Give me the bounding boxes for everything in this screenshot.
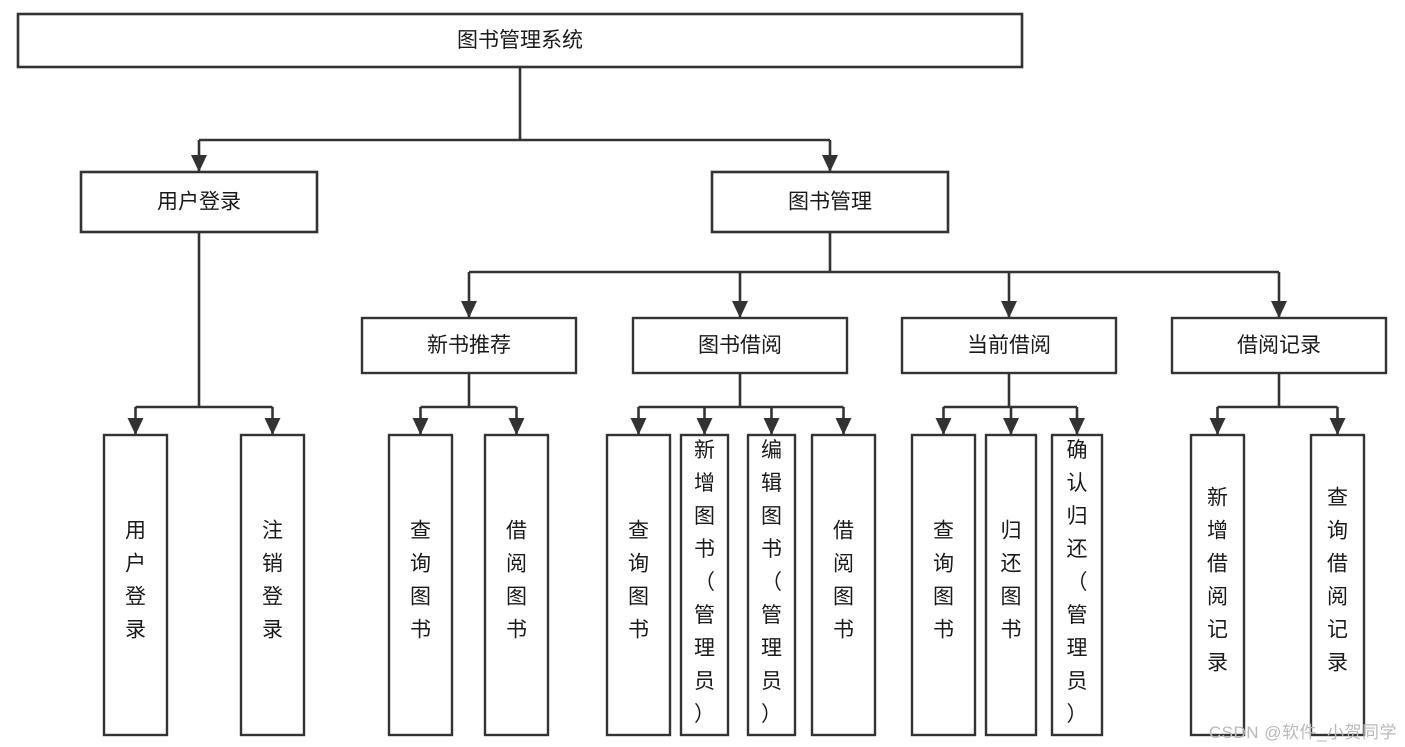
- leaf-label-leaf-add-book: 新增图书（管理员）: [694, 439, 715, 726]
- watermark-label: CSDN @软件_小贺同学: [1208, 723, 1397, 742]
- edge-layer: [127, 67, 1346, 435]
- leaf-label-leaf-add-record: 新增借阅记录: [1207, 487, 1228, 675]
- arrowhead-leaf-leaf-add-book: [696, 418, 713, 435]
- node-box-book-manage: [710, 170, 950, 234]
- leaf-box-leaf-borrow-book-1: [483, 433, 550, 737]
- leaf-box-leaf-confirm-return: [1050, 433, 1104, 737]
- leaf-label-leaf-user-logout: 注销登录: [262, 520, 283, 642]
- leaf-leaf-query-book-1[interactable]: 查询图书: [387, 433, 454, 737]
- leaf-box-leaf-add-record: [1189, 433, 1246, 737]
- leaf-label-leaf-confirm-return: 确认归还（管理员）: [1067, 439, 1088, 726]
- arrowhead-leaf-leaf-borrow-book-1: [508, 418, 525, 435]
- arrowhead-leaf-leaf-return-book: [1003, 418, 1019, 435]
- leaf-box-leaf-return-book: [984, 433, 1038, 737]
- leaf-box-leaf-query-book-1: [387, 433, 454, 737]
- leaf-label-leaf-user-login: 用户登录: [125, 520, 146, 642]
- node-label-root: 图书管理系统: [457, 29, 583, 52]
- arrowhead-root-book-manage: [822, 155, 838, 172]
- arrowhead-leaf-leaf-user-login: [127, 418, 144, 435]
- leaf-leaf-add-record[interactable]: 新增借阅记录: [1189, 433, 1246, 737]
- arrowhead-bm-book-borrow: [732, 301, 748, 318]
- leaf-label-leaf-query-record: 查询借阅记录: [1327, 487, 1348, 675]
- leaf-box-leaf-add-book: [679, 433, 730, 737]
- leaf-leaf-edit-book[interactable]: 编辑图书（管理员）: [746, 433, 797, 737]
- node-new-book-recommend[interactable]: 新书推荐: [360, 316, 578, 375]
- node-label-book-borrow: 图书借阅: [698, 334, 782, 357]
- arrowhead-leaf-leaf-confirm-return: [1069, 418, 1085, 435]
- leaf-leaf-add-book[interactable]: 新增图书（管理员）: [679, 433, 730, 737]
- leaf-label-leaf-query-book-1: 查询图书: [410, 520, 431, 642]
- node-root[interactable]: 图书管理系统: [16, 12, 1024, 69]
- leaf-label-leaf-query-book-2: 查询图书: [628, 520, 649, 642]
- leaf-label-leaf-borrow-book-1: 借阅图书: [506, 520, 527, 642]
- node-label-borrow-record: 借阅记录: [1237, 334, 1321, 357]
- leaf-leaf-user-login[interactable]: 用户登录: [102, 433, 169, 737]
- leaf-box-leaf-query-book-3: [910, 433, 977, 737]
- node-label-current-borrow: 当前借阅: [967, 334, 1051, 357]
- node-box-user-login: [79, 170, 319, 234]
- leaf-label-leaf-edit-book: 编辑图书（管理员）: [761, 439, 782, 726]
- leaf-label-leaf-query-book-3: 查询图书: [933, 520, 954, 642]
- arrowhead-root-user-login: [191, 155, 207, 172]
- node-label-user-login: 用户登录: [157, 191, 241, 214]
- leaf-leaf-user-logout[interactable]: 注销登录: [239, 433, 306, 737]
- leaf-box-leaf-query-record: [1309, 433, 1366, 737]
- leaf-box-leaf-edit-book: [746, 433, 797, 737]
- leaf-leaf-confirm-return[interactable]: 确认归还（管理员）: [1050, 433, 1104, 737]
- node-box-current-borrow: [900, 316, 1118, 375]
- node-label-book-manage: 图书管理: [788, 191, 872, 214]
- arrowhead-leaf-leaf-query-book-2: [630, 418, 647, 435]
- node-box-book-borrow: [631, 316, 849, 375]
- node-book-manage[interactable]: 图书管理: [710, 170, 950, 234]
- node-user-login[interactable]: 用户登录: [79, 170, 319, 234]
- arrowhead-leaf-leaf-add-record: [1209, 418, 1226, 435]
- arrowhead-leaf-leaf-query-book-3: [935, 418, 952, 435]
- leaf-label-leaf-borrow-book-2: 借阅图书: [833, 520, 854, 642]
- node-layer: 图书管理系统用户登录图书管理新书推荐图书借阅当前借阅借阅记录用户登录注销登录查询…: [16, 12, 1388, 737]
- arrowhead-bm-current-borrow: [1001, 301, 1017, 318]
- node-label-new-book-recommend: 新书推荐: [427, 334, 511, 357]
- leaf-leaf-query-record[interactable]: 查询借阅记录: [1309, 433, 1366, 737]
- arrowhead-leaf-leaf-query-record: [1329, 418, 1346, 435]
- node-box-new-book-recommend: [360, 316, 578, 375]
- leaf-leaf-return-book[interactable]: 归还图书: [984, 433, 1038, 737]
- leaf-leaf-borrow-book-1[interactable]: 借阅图书: [483, 433, 550, 737]
- leaf-box-leaf-user-logout: [239, 433, 306, 737]
- node-box-root: [16, 12, 1024, 69]
- arrowhead-leaf-leaf-query-book-1: [412, 418, 429, 435]
- leaf-box-leaf-user-login: [102, 433, 169, 737]
- leaf-leaf-query-book-2[interactable]: 查询图书: [605, 433, 672, 737]
- leaf-box-leaf-query-book-2: [605, 433, 672, 737]
- node-box-borrow-record: [1170, 316, 1388, 375]
- arrowhead-leaf-leaf-borrow-book-2: [835, 418, 852, 435]
- node-current-borrow[interactable]: 当前借阅: [900, 316, 1118, 375]
- leaf-leaf-borrow-book-2[interactable]: 借阅图书: [810, 433, 877, 737]
- leaf-box-leaf-borrow-book-2: [810, 433, 877, 737]
- leaf-leaf-query-book-3[interactable]: 查询图书: [910, 433, 977, 737]
- arrowhead-bm-new-book-recommend: [461, 301, 477, 318]
- node-book-borrow[interactable]: 图书借阅: [631, 316, 849, 375]
- arrowhead-leaf-leaf-user-logout: [264, 418, 281, 435]
- leaf-label-leaf-return-book: 归还图书: [1001, 520, 1022, 642]
- arrowhead-leaf-leaf-edit-book: [763, 418, 780, 435]
- arrowhead-bm-borrow-record: [1271, 301, 1287, 318]
- node-borrow-record[interactable]: 借阅记录: [1170, 316, 1388, 375]
